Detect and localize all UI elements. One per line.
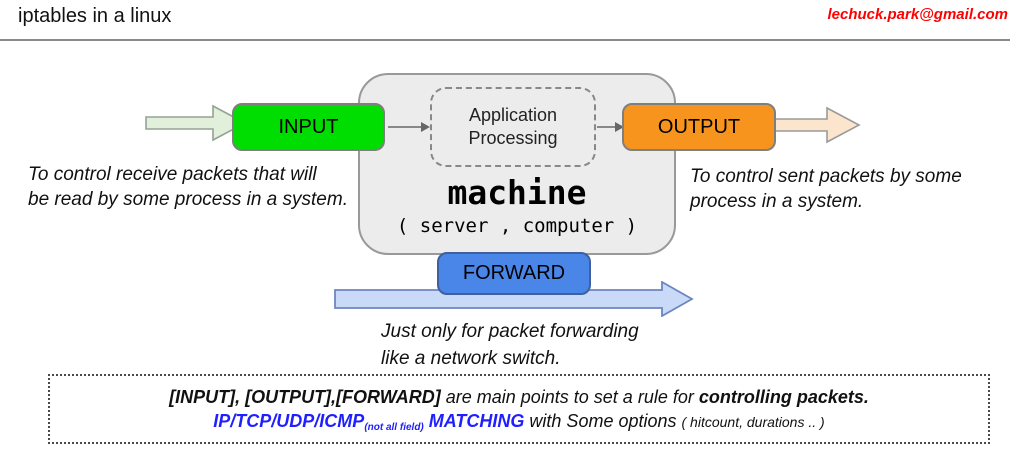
machine-sub-label: ( server , computer ) <box>396 215 638 237</box>
note-chains-text: [INPUT], [OUTPUT],[FORWARD] <box>169 387 441 407</box>
summary-note-line1: [INPUT], [OUTPUT],[FORWARD] are main poi… <box>50 387 988 408</box>
header-divider <box>0 39 1010 41</box>
input-to-app-connector-arrow-icon <box>388 122 430 132</box>
input-caption-line1: To control receive packets that will <box>28 164 317 185</box>
output-chain-label: OUTPUT <box>657 115 741 138</box>
input-chain-box: INPUT <box>232 103 385 151</box>
output-caption-line2: process in a system. <box>690 191 864 212</box>
author-email: lechuck.park@gmail.com <box>827 6 1008 23</box>
forward-caption: Just only for packet forwarding like a n… <box>381 318 639 372</box>
note-options-text: ( hitcount, durations .. ) <box>681 414 825 430</box>
page-title: iptables in a linux <box>18 5 172 27</box>
note-line1-regular-text: are main points to set a rule for <box>440 387 699 407</box>
application-processing-label-line1: Application <box>468 105 558 125</box>
forward-chain-box: FORWARD <box>437 252 591 295</box>
incoming-packet-arrow-icon <box>145 104 247 142</box>
forwarding-packet-arrow-icon <box>334 281 694 317</box>
output-caption: To control sent packets by some process … <box>690 164 962 214</box>
forward-caption-line2: like a network switch. <box>381 348 561 369</box>
input-caption-line2: be read by some process in a system. <box>28 189 348 210</box>
forward-caption-line1: Just only for packet forwarding <box>381 321 639 342</box>
note-protocols-text: IP/TCP/UDP/ICMP <box>213 411 365 431</box>
note-line2-regular-text: with Some options <box>524 411 682 431</box>
note-controlling-packets-text: controlling packets. <box>698 387 869 407</box>
machine-label: machine <box>447 173 587 212</box>
application-processing-label-line2: Processing <box>468 128 558 148</box>
summary-note-line2: IP/TCP/UDP/ICMP(not all field) MATCHING … <box>50 411 988 433</box>
note-matching-text: MATCHING <box>423 411 525 431</box>
application-processing-box: Application Processing <box>430 87 596 167</box>
input-chain-label: INPUT <box>278 115 339 138</box>
app-to-output-connector-arrow-icon <box>597 122 624 132</box>
note-not-all-field-text: (not all field) <box>364 422 424 433</box>
summary-note-box: [INPUT], [OUTPUT],[FORWARD] are main poi… <box>48 374 990 444</box>
forward-chain-label: FORWARD <box>462 262 566 284</box>
output-caption-line1: To control sent packets by some <box>690 166 962 187</box>
input-caption: To control receive packets that will be … <box>28 162 348 212</box>
machine-container <box>358 73 676 255</box>
output-chain-box: OUTPUT <box>622 103 776 151</box>
